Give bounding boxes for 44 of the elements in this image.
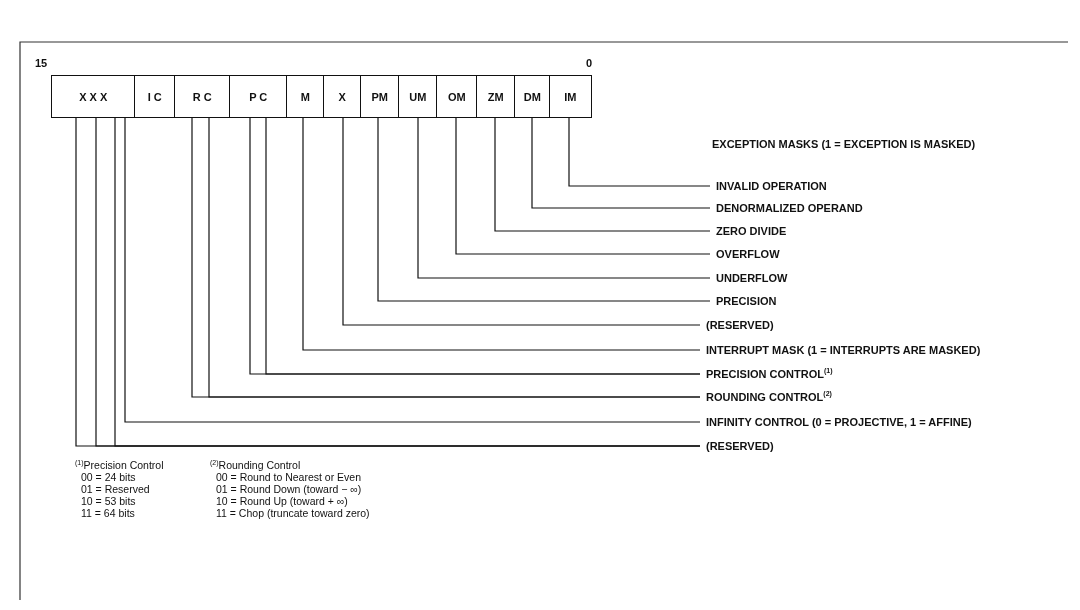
field-description: INVALID OPERATION [716, 179, 827, 193]
field-description: ROUNDING CONTROL$^{(2)}$ [706, 390, 832, 404]
field-description: PRECISION CONTROL$^{(1)}$ [706, 367, 833, 381]
leader-line [568, 117, 711, 187]
register-field: P C [229, 75, 288, 118]
field-description: INFINITY CONTROL (0 = PROJECTIVE, 1 = AFFINE) [706, 415, 972, 429]
field-description: ZERO DIVIDE [716, 224, 787, 238]
footnote-heading: $^{(2)}$Rounding Control [210, 459, 301, 471]
footnote-line: 00 = Round to Nearest or Even [216, 471, 362, 483]
register-field: R C [174, 75, 231, 118]
field-description: (RESERVED) [706, 439, 774, 453]
section-heading: EXCEPTION MASKS (1 = EXCEPTION IS MASKED) [712, 137, 976, 151]
footnote-line: 11 = Chop (truncate toward zero) [216, 507, 370, 519]
register-field: OM [436, 75, 478, 118]
field-description: PRECISION [716, 294, 777, 308]
register-field: IM [549, 75, 592, 118]
footnote-line: 11 = 64 bits [81, 507, 135, 519]
register-field: M [286, 75, 325, 118]
register-field: X [323, 75, 362, 118]
bit-number: 15 [35, 57, 48, 69]
register-field: X X X [51, 75, 136, 118]
leader-line [302, 117, 701, 351]
register-field: ZM [476, 75, 516, 118]
leader-line [531, 117, 711, 209]
footnote-line: 00 = 24 bits [81, 471, 136, 483]
register-field: PM [360, 75, 400, 118]
leader-line [377, 117, 711, 302]
footnote-line: 01 = Reserved [81, 483, 150, 495]
field-description: (RESERVED) [706, 318, 774, 332]
register-field: DM [514, 75, 551, 118]
leader-line [342, 117, 701, 326]
field-description: OVERFLOW [716, 247, 780, 261]
field-description: DENORMALIZED OPERAND [716, 201, 863, 215]
register-field: UM [398, 75, 438, 118]
leader-line [417, 117, 711, 279]
register-field: I C [134, 75, 176, 118]
footnote-line: 10 = 53 bits [81, 495, 136, 507]
leader-line [494, 117, 711, 232]
field-description: UNDERFLOW [716, 271, 788, 285]
footnote-heading: $^{(1)}$Precision Control [75, 459, 164, 471]
footnote-line: 01 = Round Down (toward − ∞) [216, 483, 362, 495]
leader-line [455, 117, 711, 255]
footnote-line: 10 = Round Up (toward + ∞) [216, 495, 348, 507]
field-description: INTERRUPT MASK (1 = INTERRUPTS ARE MASKED) [706, 343, 981, 357]
